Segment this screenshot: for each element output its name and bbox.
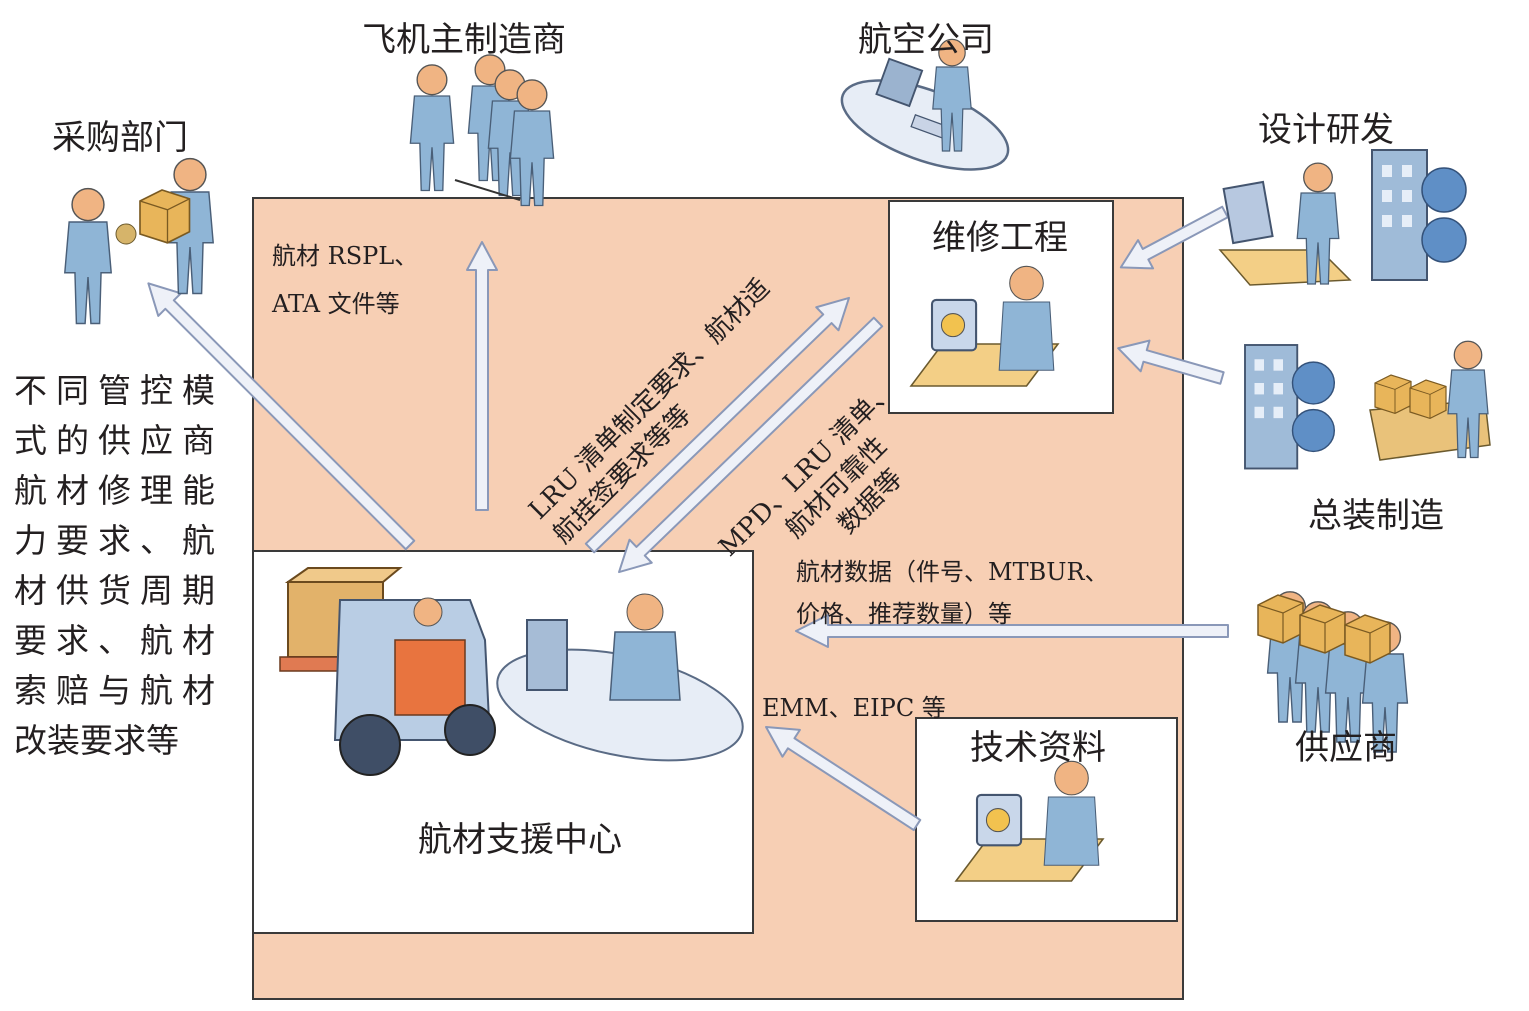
assembly-label: 总装制造: [1308, 496, 1444, 536]
oem-figures: [409, 54, 555, 207]
maintenance-workstation: [909, 265, 1060, 388]
procurement-note-line: 改装要求等: [14, 721, 179, 760]
from-tech-docs-label: EMM、EIPC 等: [762, 694, 946, 722]
procurement-note-line: 式的供应商: [14, 421, 224, 460]
from-supplier-label-line1: 航材数据（件号、MTBUR、: [796, 558, 1109, 586]
airline-workstation: [829, 38, 1026, 190]
support-center-desk: [496, 593, 744, 762]
arrow-from-maintenance: [618, 316, 884, 574]
tech-docs-label: 技术资料: [970, 728, 1106, 768]
airline-label: 航空公司: [858, 20, 994, 60]
tech-docs-workstation: [954, 760, 1105, 883]
arrow-to-oem: [466, 241, 498, 511]
maintenance-label: 维修工程: [932, 218, 1068, 258]
procurement-label: 采购部门: [52, 118, 188, 158]
procurement-note-line: 力要求、航: [14, 521, 224, 560]
procurement-note-line: 航材修理能: [14, 471, 224, 510]
design-label: 设计研发: [1258, 110, 1394, 150]
support-center-label: 航材支援中心: [418, 820, 622, 860]
procurement-note: 不同管控模 式的供应商 航材修理能 力要求、航 材供货周期 要求、航材 索赔与航…: [14, 366, 224, 766]
oem-label: 飞机主制造商: [362, 20, 566, 60]
to-oem-label-line2: ATA 文件等: [272, 290, 400, 318]
procurement-note-line: 材供货周期: [14, 571, 224, 610]
from-supplier-label-line2: 价格、推荐数量）等: [796, 600, 1012, 628]
arrow-from-supplier: [795, 614, 1229, 648]
procurement-note-line: 索赔与航材: [14, 671, 224, 710]
forklift: [279, 567, 496, 776]
procurement-note-line: 不同管控模: [14, 371, 224, 410]
arrow-to-maintenance: [584, 296, 850, 554]
procurement-note-line: 要求、航材: [14, 621, 224, 660]
to-oem-label-line1: 航材 RSPL、: [272, 242, 419, 270]
assembly-graphics: [1244, 340, 1491, 470]
arrow-to-procurement: [147, 282, 416, 551]
arrow-from-tech-docs: [765, 725, 922, 832]
procurement-figures: [64, 157, 214, 325]
arrow-from-design: [1119, 205, 1229, 270]
supplier-label: 供应商: [1295, 728, 1397, 768]
design-graphics: [1218, 149, 1467, 286]
arrow-from-assembly: [1117, 339, 1225, 385]
